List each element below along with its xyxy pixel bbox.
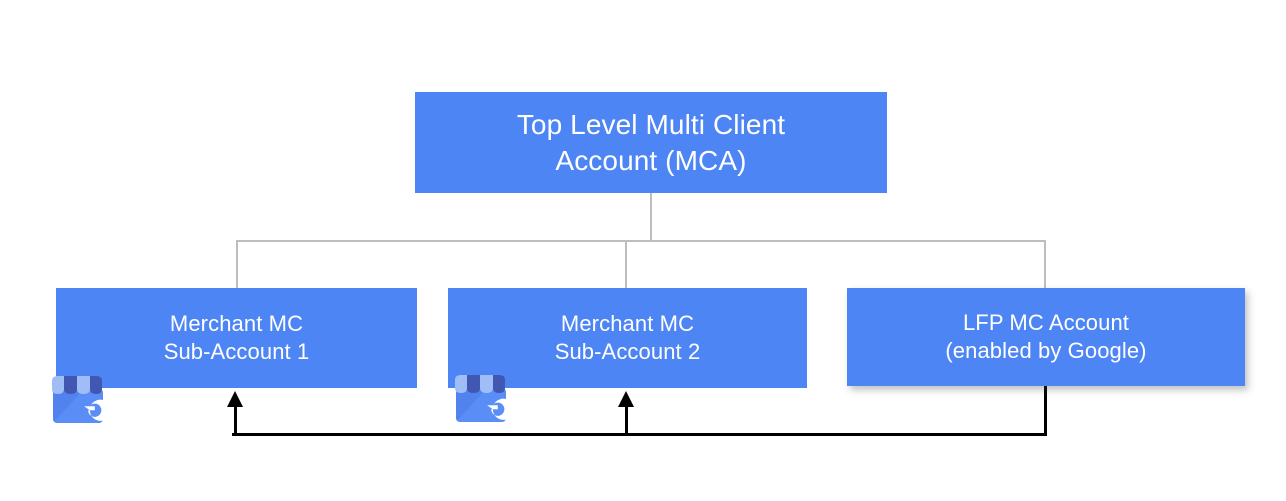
node-merchant-sub-account-2-label: Merchant MC Sub-Account 2	[554, 310, 701, 364]
connector-drop-lfp	[1044, 240, 1046, 289]
node-lfp-mc-account-label: LFP MC Account (enabled by Google)	[945, 309, 1147, 363]
flow-line-to-sub1	[234, 404, 237, 435]
flow-line-from-lfp	[1044, 386, 1047, 436]
node-lfp-mc-account[interactable]: LFP MC Account (enabled by Google)	[847, 288, 1245, 386]
arrowhead-icon-sub1	[227, 391, 243, 407]
flow-line-to-sub2	[625, 404, 628, 435]
connector-horizontal-bar	[236, 240, 1046, 242]
arrowhead-icon-sub2	[618, 391, 634, 407]
connector-mca-stem	[650, 193, 652, 242]
flow-line-horizontal	[232, 433, 1047, 436]
node-merchant-sub-account-1-label: Merchant MC Sub-Account 1	[163, 310, 310, 364]
node-merchant-sub-account-1[interactable]: Merchant MC Sub-Account 1	[56, 288, 417, 388]
connector-drop-sub2	[625, 240, 627, 289]
connector-drop-sub1	[236, 240, 238, 289]
google-business-profile-icon: G	[52, 376, 112, 423]
node-merchant-sub-account-2[interactable]: Merchant MC Sub-Account 2	[448, 288, 807, 388]
node-top-level-mca[interactable]: Top Level Multi Client Account (MCA)	[415, 92, 887, 193]
google-business-profile-icon	[455, 375, 515, 422]
node-top-level-mca-label: Top Level Multi Client Account (MCA)	[516, 108, 786, 176]
